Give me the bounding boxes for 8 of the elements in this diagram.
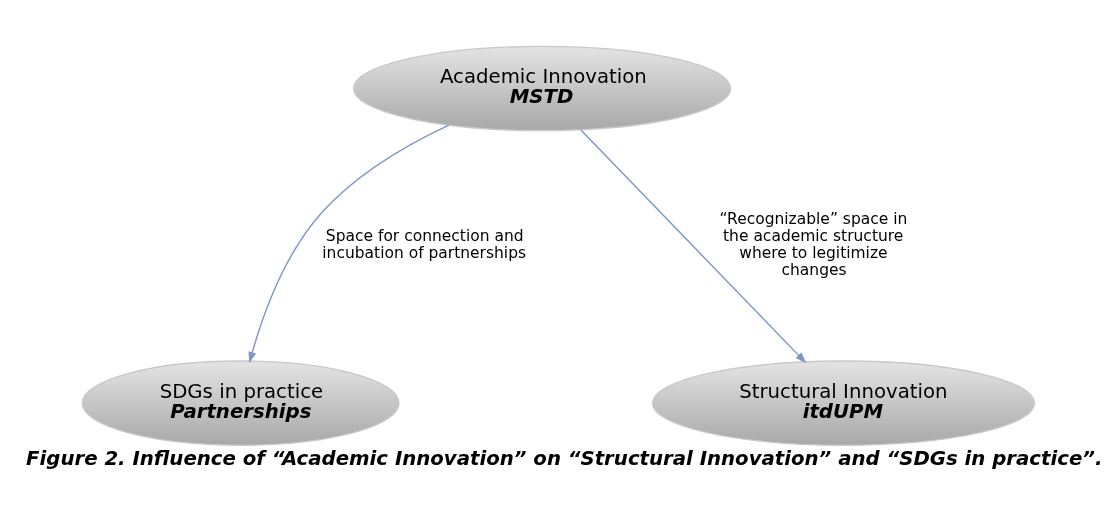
node-ellipse: Academic Innovation MSTD bbox=[352, 45, 732, 131]
edge-label: Space for connection and incubation of partnerships bbox=[322, 226, 527, 262]
arrow bbox=[580, 128, 807, 363]
arrow bbox=[248, 123, 450, 363]
node-ellipse: SDGs in practice Partnerships bbox=[81, 359, 400, 446]
node-ellipse: Structural Innovation itdUPM bbox=[651, 359, 1036, 446]
edge-label: “Recognizable” space in the academic structure where to legitimize changes bbox=[719, 209, 908, 279]
caption: Figure 2. Influence of “Academic Innovation” on “Structural Innovation” and “SDGs in practice”. bbox=[26, 446, 1103, 470]
